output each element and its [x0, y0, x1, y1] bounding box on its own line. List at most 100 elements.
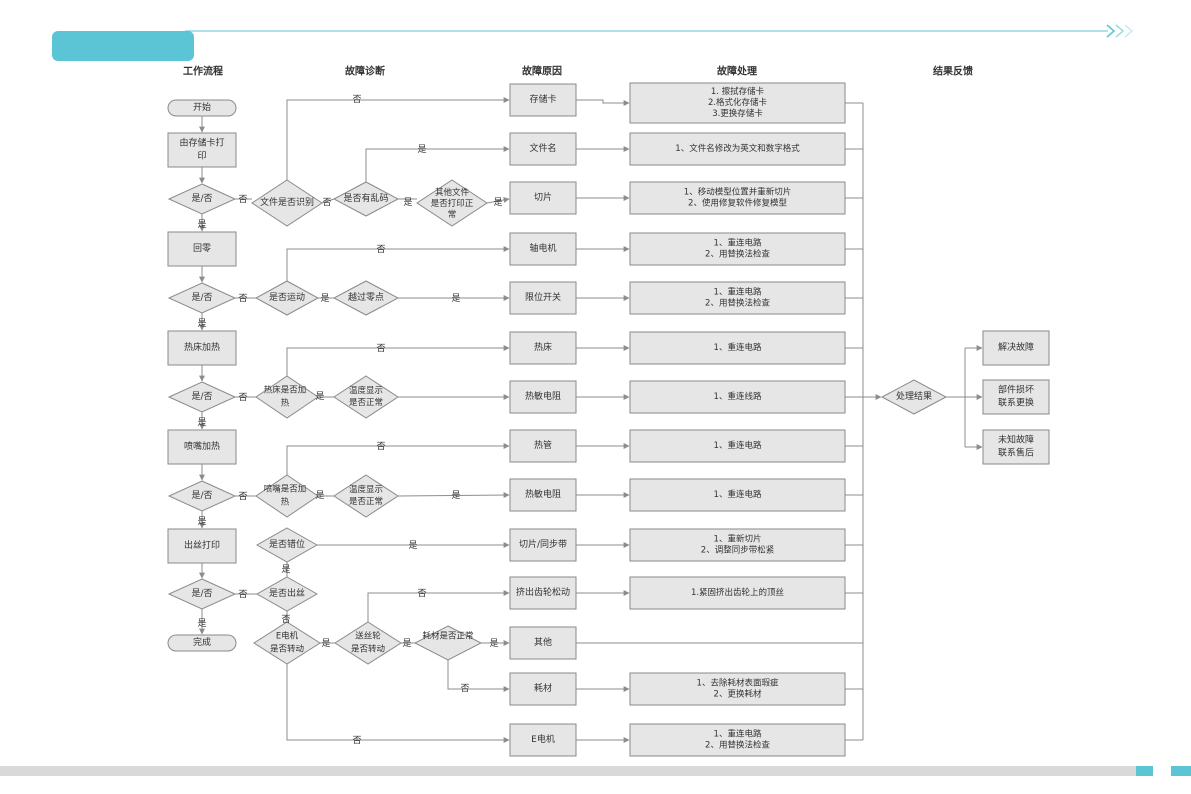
header-cause: 故障原因 [522, 65, 562, 78]
handling-thermistor2-text-line: 1、重连电路 [714, 489, 762, 500]
feed-wheel-label-line: 送丝轮 [355, 631, 381, 642]
cause-hotbed [509, 331, 577, 365]
handling-axis-motor-text-line: 1、重连电路 [714, 238, 762, 249]
edge-nozheat-pipe [286, 443, 510, 475]
cause-gear-loose [509, 576, 577, 610]
handling-e-motor-text-line: 2、用替换法检查 [705, 740, 770, 751]
cause-filename-label: 文件名 [529, 142, 556, 154]
cause-slice-belt [509, 528, 577, 562]
check-no-4: 否 [238, 491, 247, 502]
handling-axis-motor-text-line: 2、用替换法检查 [705, 249, 770, 260]
feed-yes: 是 [402, 638, 411, 649]
bed-heating-label-line: 热床是否加 [264, 385, 307, 396]
cause-e-motor [509, 723, 577, 757]
bed-heat-node [167, 330, 237, 366]
file-no-2: 否 [322, 197, 331, 208]
cause-limit-switch [509, 281, 577, 315]
feed-no: 否 [417, 588, 426, 599]
handling-filament-text-line: 2、更换耗材 [714, 689, 762, 700]
start-node [167, 99, 237, 117]
check-diamond-3 [167, 381, 237, 413]
handling-hotbed-text-line: 1、重连电路 [714, 342, 762, 353]
edge-file-card [286, 97, 510, 180]
emotor-no: 否 [352, 735, 361, 746]
cause-limit-switch-label: 限位开关 [525, 291, 561, 303]
cause-axis-motor [509, 232, 577, 266]
filament-yes: 是 [489, 638, 498, 649]
handling-card-text-line: 2.格式化存储卡 [708, 97, 768, 108]
handling-gear-loose-text-line: 1.紧固挤出齿轮上的顶丝 [691, 587, 785, 598]
diamond-process-result [880, 379, 948, 415]
filament-ok-label-line: 耗材是否正常 [422, 631, 473, 642]
cause-slice-label: 切片 [534, 191, 552, 203]
cause-heat-pipe [509, 429, 577, 463]
handling-filename [629, 132, 846, 166]
handling-limit-switch-text-line: 1、重连电路 [714, 287, 762, 298]
print-from-card-label-line: 由存储卡打 [179, 137, 224, 149]
diamond-feed-wheel [334, 621, 402, 665]
over-zero-label: 越过零点 [348, 291, 384, 303]
cause-filament-label: 耗材 [534, 682, 552, 694]
result-unknown-label-line: 联系售后 [998, 447, 1034, 459]
edge-emotor-cause [286, 664, 510, 743]
nozzle-heat-label: 喷嘴加热 [184, 440, 220, 452]
start-label: 开始 [193, 101, 211, 113]
home-label: 回零 [193, 243, 211, 254]
handling-gear-loose [629, 576, 846, 610]
handling-filename-text: 1、文件名修改为英文和数字格式 [675, 143, 800, 154]
other-files-label-line: 是否打印正 [431, 198, 474, 209]
handling-e-motor [629, 723, 846, 757]
check-label-4: 是/否 [191, 490, 212, 501]
double-chevron-right-icon [1106, 24, 1134, 38]
extrude-print-node [167, 528, 237, 564]
handling-heat-pipe-text: 1、重连电路 [714, 440, 762, 451]
check-diamond-2 [167, 282, 237, 314]
check-label-5: 是/否 [191, 588, 212, 599]
cause-thermistor1 [509, 380, 577, 414]
check-no-2: 否 [238, 293, 247, 304]
result-part-broken-label-line: 部件损坏 [998, 384, 1034, 396]
other-files-label-line: 其他文件 [435, 187, 470, 198]
cause-thermistor2-label: 热敏电阻 [525, 488, 561, 500]
diamond-e-motor [253, 621, 321, 665]
filament-no: 否 [460, 683, 469, 694]
process-result-label: 处理结果 [896, 390, 932, 402]
file-no: 否 [352, 94, 361, 105]
handling-gear-loose-text: 1.紧固挤出齿轮上的顶丝 [691, 587, 785, 598]
handling-filename-text-line: 1、文件名修改为英文和数字格式 [675, 143, 800, 154]
handling-filament-text-line: 1、去除耗材表面瑕疵 [697, 678, 779, 689]
diamond-bed-temp [333, 375, 399, 419]
header-accent-tab [52, 31, 194, 61]
cause-filament [509, 672, 577, 706]
edge-file-garbled [321, 198, 335, 204]
other-yes: 是 [493, 197, 502, 208]
filament-ok-label: 耗材是否正常 [422, 631, 473, 642]
cause-slice-belt-label: 切片/同步带 [519, 538, 567, 550]
footer-accent-1 [1136, 766, 1153, 776]
nozheat-no: 否 [376, 441, 385, 452]
diamond-nozzle-temp [333, 474, 399, 518]
result-unknown-label-line: 未知故障 [998, 434, 1034, 446]
handling-thermistor2 [629, 478, 846, 512]
handling-slice-belt-text-line: 2、调整同步带松紧 [701, 545, 774, 556]
e-motor-label-line: 是否转动 [270, 644, 305, 655]
feed-wheel-label-line: 是否转动 [351, 644, 386, 655]
result-part-broken-label-line: 联系更换 [998, 397, 1034, 409]
handling-slice [629, 181, 846, 215]
handling-slice-belt [629, 528, 846, 562]
nozzle-temp-label-line: 是否正常 [349, 496, 383, 507]
print-from-card-node [167, 132, 237, 168]
workflow-yes-1: 是 [197, 219, 206, 230]
result-part-broken-node [982, 379, 1050, 415]
handling-slice-text-line: 1、移动模型位置并重新切片 [684, 187, 791, 198]
check-label-3: 是/否 [191, 391, 212, 402]
workflow-yes-3: 是 [197, 417, 206, 428]
diamond-misaligned [255, 527, 319, 563]
misaligned-label: 是否错位 [269, 538, 305, 550]
bed-temp-label-line: 温度显示 [349, 385, 383, 396]
